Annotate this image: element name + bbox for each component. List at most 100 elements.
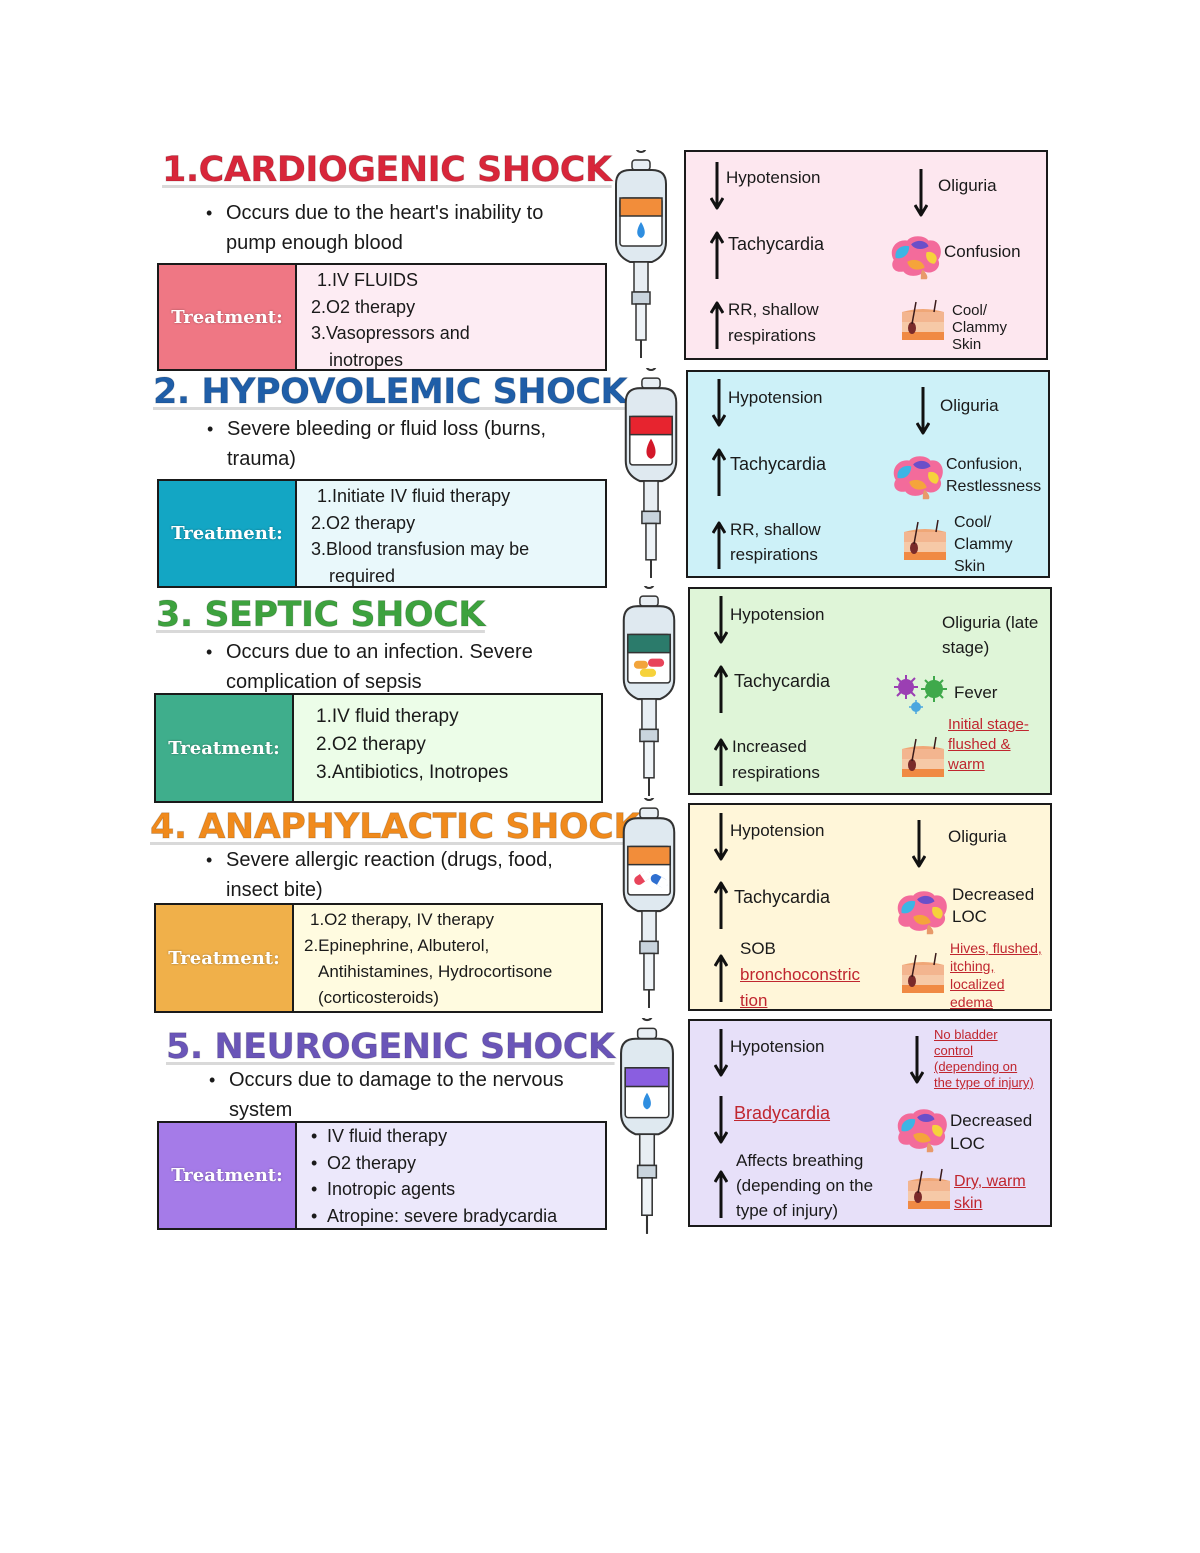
symptom-oliguria: stage): [942, 638, 990, 657]
treatment-box: Treatment: 1.Initiate IV fluid therapy 2…: [157, 479, 607, 588]
symptoms-box: Hypotension Tachycardia Increased respir…: [688, 587, 1052, 795]
section-description: • Severe allergic reaction (drugs, food,…: [206, 845, 606, 905]
description-line: Severe bleeding or fluid loss (burns,: [227, 418, 547, 440]
symptom-skin: flushed &: [948, 736, 1011, 753]
treatment-item: 1.O2 therapy, IV therapy: [310, 910, 494, 929]
arrow-down-icon: [714, 1025, 728, 1083]
bullet: •: [207, 419, 214, 439]
iv-bag-icon: [610, 141, 672, 364]
symptoms-box: Hypotension Tachycardia RR, shallow resp…: [686, 370, 1050, 578]
arrow-up-icon: [714, 657, 728, 719]
treatment-item: Antihistamines, Hydrocortisone: [318, 962, 553, 981]
treatment-list: 1.Initiate IV fluid therapy 2.O2 therapy…: [297, 481, 605, 586]
symptom-hypotension: Hypotension: [726, 168, 821, 187]
arrow-down-icon: [714, 593, 728, 649]
treatment-item: 3.Blood transfusion may be: [311, 539, 530, 559]
brain-icon: [892, 1107, 950, 1157]
symptoms-box: Hypotension Bradycardia Affects breathin…: [688, 1019, 1052, 1227]
symptoms-box: Hypotension Tachycardia SOB bronchoconst…: [688, 803, 1052, 1011]
symptom-sob: SOB: [740, 939, 776, 958]
treatment-item: 2.Epinephrine, Albuterol,: [304, 936, 490, 955]
symptom-loc: Decreased: [950, 1111, 1033, 1130]
arrow-up-icon: [714, 733, 728, 789]
brain-icon: [886, 234, 944, 284]
section-title: 3. SEPTIC SHOCK: [156, 595, 486, 635]
arrow-down-icon: [912, 815, 926, 875]
arrow-up-icon: [710, 296, 724, 352]
arrow-up-icon: [714, 1165, 728, 1221]
symptom-fever: Fever: [954, 683, 998, 702]
skin-icon: [900, 735, 946, 785]
symptom-bladder: No bladder: [934, 1027, 998, 1042]
symptom-bronchoconstriction: bronchoconstric: [740, 965, 861, 984]
symptom-oliguria: Oliguria: [940, 396, 999, 415]
arrow-down-icon: [714, 1091, 728, 1151]
skin-icon: [902, 518, 948, 568]
symptom-bladder: control: [934, 1043, 974, 1058]
virus-icon: [892, 675, 952, 719]
section-title: 2. HYPOVOLEMIC SHOCK: [152, 372, 628, 412]
description-line: system: [229, 1099, 293, 1121]
symptom-respirations: respirations: [732, 763, 820, 782]
description-line: pump enough blood: [226, 232, 403, 254]
description-line: Occurs due to the heart's inability to: [226, 202, 544, 224]
description-line: trauma): [227, 448, 296, 470]
symptom-skin: warm: [948, 756, 985, 773]
symptom-tachycardia: Tachycardia: [730, 454, 827, 474]
section-description: • Occurs due to an infection. Severe com…: [206, 637, 606, 697]
symptom-skin: Cool/: [952, 302, 988, 319]
treatment-label: Treatment:: [159, 265, 297, 369]
description-line: insect bite): [226, 879, 323, 901]
treatment-item: Inotropic agents: [307, 1176, 595, 1203]
treatment-item: IV fluid therapy: [307, 1123, 595, 1150]
treatment-item: 3.Antibiotics, Inotropes: [316, 762, 509, 783]
skin-icon: [900, 298, 946, 348]
symptom-breathing: (depending on the: [736, 1176, 874, 1195]
treatment-box: Treatment: IV fluid therapy O2 therapy I…: [157, 1121, 607, 1230]
arrow-down-icon: [712, 376, 726, 432]
iv-bag-icon: [618, 358, 684, 584]
arrow-down-icon: [914, 164, 928, 224]
description-line: Severe allergic reaction (drugs, food,: [226, 849, 553, 871]
treatment-item: 3.Vasopressors and: [311, 323, 470, 343]
symptom-loc: Decreased: [952, 885, 1035, 904]
symptom-skin: Dry, warm: [954, 1173, 1026, 1190]
brain-icon: [892, 889, 950, 939]
treatment-item: (corticosteroids): [318, 988, 439, 1007]
symptom-tachycardia: Tachycardia: [734, 887, 831, 907]
treatment-item: 1.IV FLUIDS: [317, 270, 419, 290]
section-title: 4. ANAPHYLACTIC SHOCK: [150, 807, 642, 847]
symptom-bladder: (depending on: [934, 1059, 1018, 1074]
treatment-box: Treatment: 1.O2 therapy, IV therapy 2.Ep…: [154, 903, 603, 1013]
description-line: Occurs due to damage to the nervous: [229, 1069, 564, 1091]
symptom-breathing: Affects breathing: [736, 1151, 864, 1170]
iv-bag-icon: [616, 576, 682, 802]
skin-icon: [900, 951, 946, 1001]
treatment-item: required: [329, 565, 396, 586]
arrow-down-icon: [910, 1031, 924, 1091]
symptom-skin: Initial stage-: [948, 716, 1029, 733]
arrow-down-icon: [916, 382, 930, 442]
treatment-item: inotropes: [329, 349, 404, 370]
treatment-label: Treatment:: [156, 905, 294, 1011]
symptom-tachycardia: Tachycardia: [728, 234, 825, 254]
treatment-item: 2.O2 therapy: [311, 512, 416, 533]
symptom-skin: Hives, flushed,: [950, 940, 1042, 956]
symptom-breathing: type of injury): [736, 1201, 839, 1220]
bullet: •: [209, 1070, 216, 1090]
section-description: • Severe bleeding or fluid loss (burns, …: [207, 414, 607, 474]
symptom-bronchoconstriction: tion: [740, 991, 768, 1010]
arrow-down-icon: [714, 809, 728, 867]
arrow-up-icon: [714, 949, 728, 1005]
symptom-respirations: RR, shallow: [730, 520, 821, 539]
treatment-box: Treatment: 1.IV FLUIDS 2.O2 therapy 3.Va…: [157, 263, 607, 371]
treatment-label: Treatment:: [159, 1123, 297, 1228]
symptom-oliguria: Oliguria: [948, 827, 1007, 846]
section-title: 5. NEUROGENIC SHOCK: [166, 1027, 616, 1067]
treatment-item: Atropine: severe bradycardia: [307, 1203, 595, 1230]
symptom-respirations: Increased: [732, 737, 807, 756]
symptom-skin: itching,: [950, 958, 995, 974]
symptom-hypotension: Hypotension: [730, 605, 825, 624]
section-description: • Occurs due to damage to the nervous sy…: [209, 1065, 609, 1125]
arrow-up-icon: [712, 516, 726, 572]
